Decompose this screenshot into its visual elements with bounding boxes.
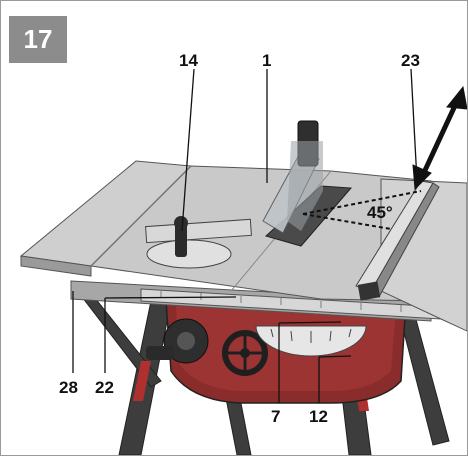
mitre-gauge (145, 216, 252, 269)
callout-23: 23 (401, 51, 420, 70)
bevel-handwheel (222, 330, 268, 376)
callout-28: 28 (59, 378, 78, 397)
callout-12: 12 (309, 407, 328, 426)
blade-guard (262, 120, 323, 234)
leader-lines (72, 68, 418, 403)
fence-direction-arrow (412, 85, 467, 191)
callout-14: 14 (179, 51, 198, 70)
rip-fence (355, 180, 440, 301)
angle-indicator (302, 190, 422, 230)
callout-7: 7 (271, 407, 281, 426)
callout-1: 1 (262, 51, 272, 70)
callout-22: 22 (95, 378, 114, 397)
height-crank (146, 318, 209, 364)
figure-number-badge: 17 (9, 16, 67, 63)
angle-label: 45° (367, 203, 393, 222)
